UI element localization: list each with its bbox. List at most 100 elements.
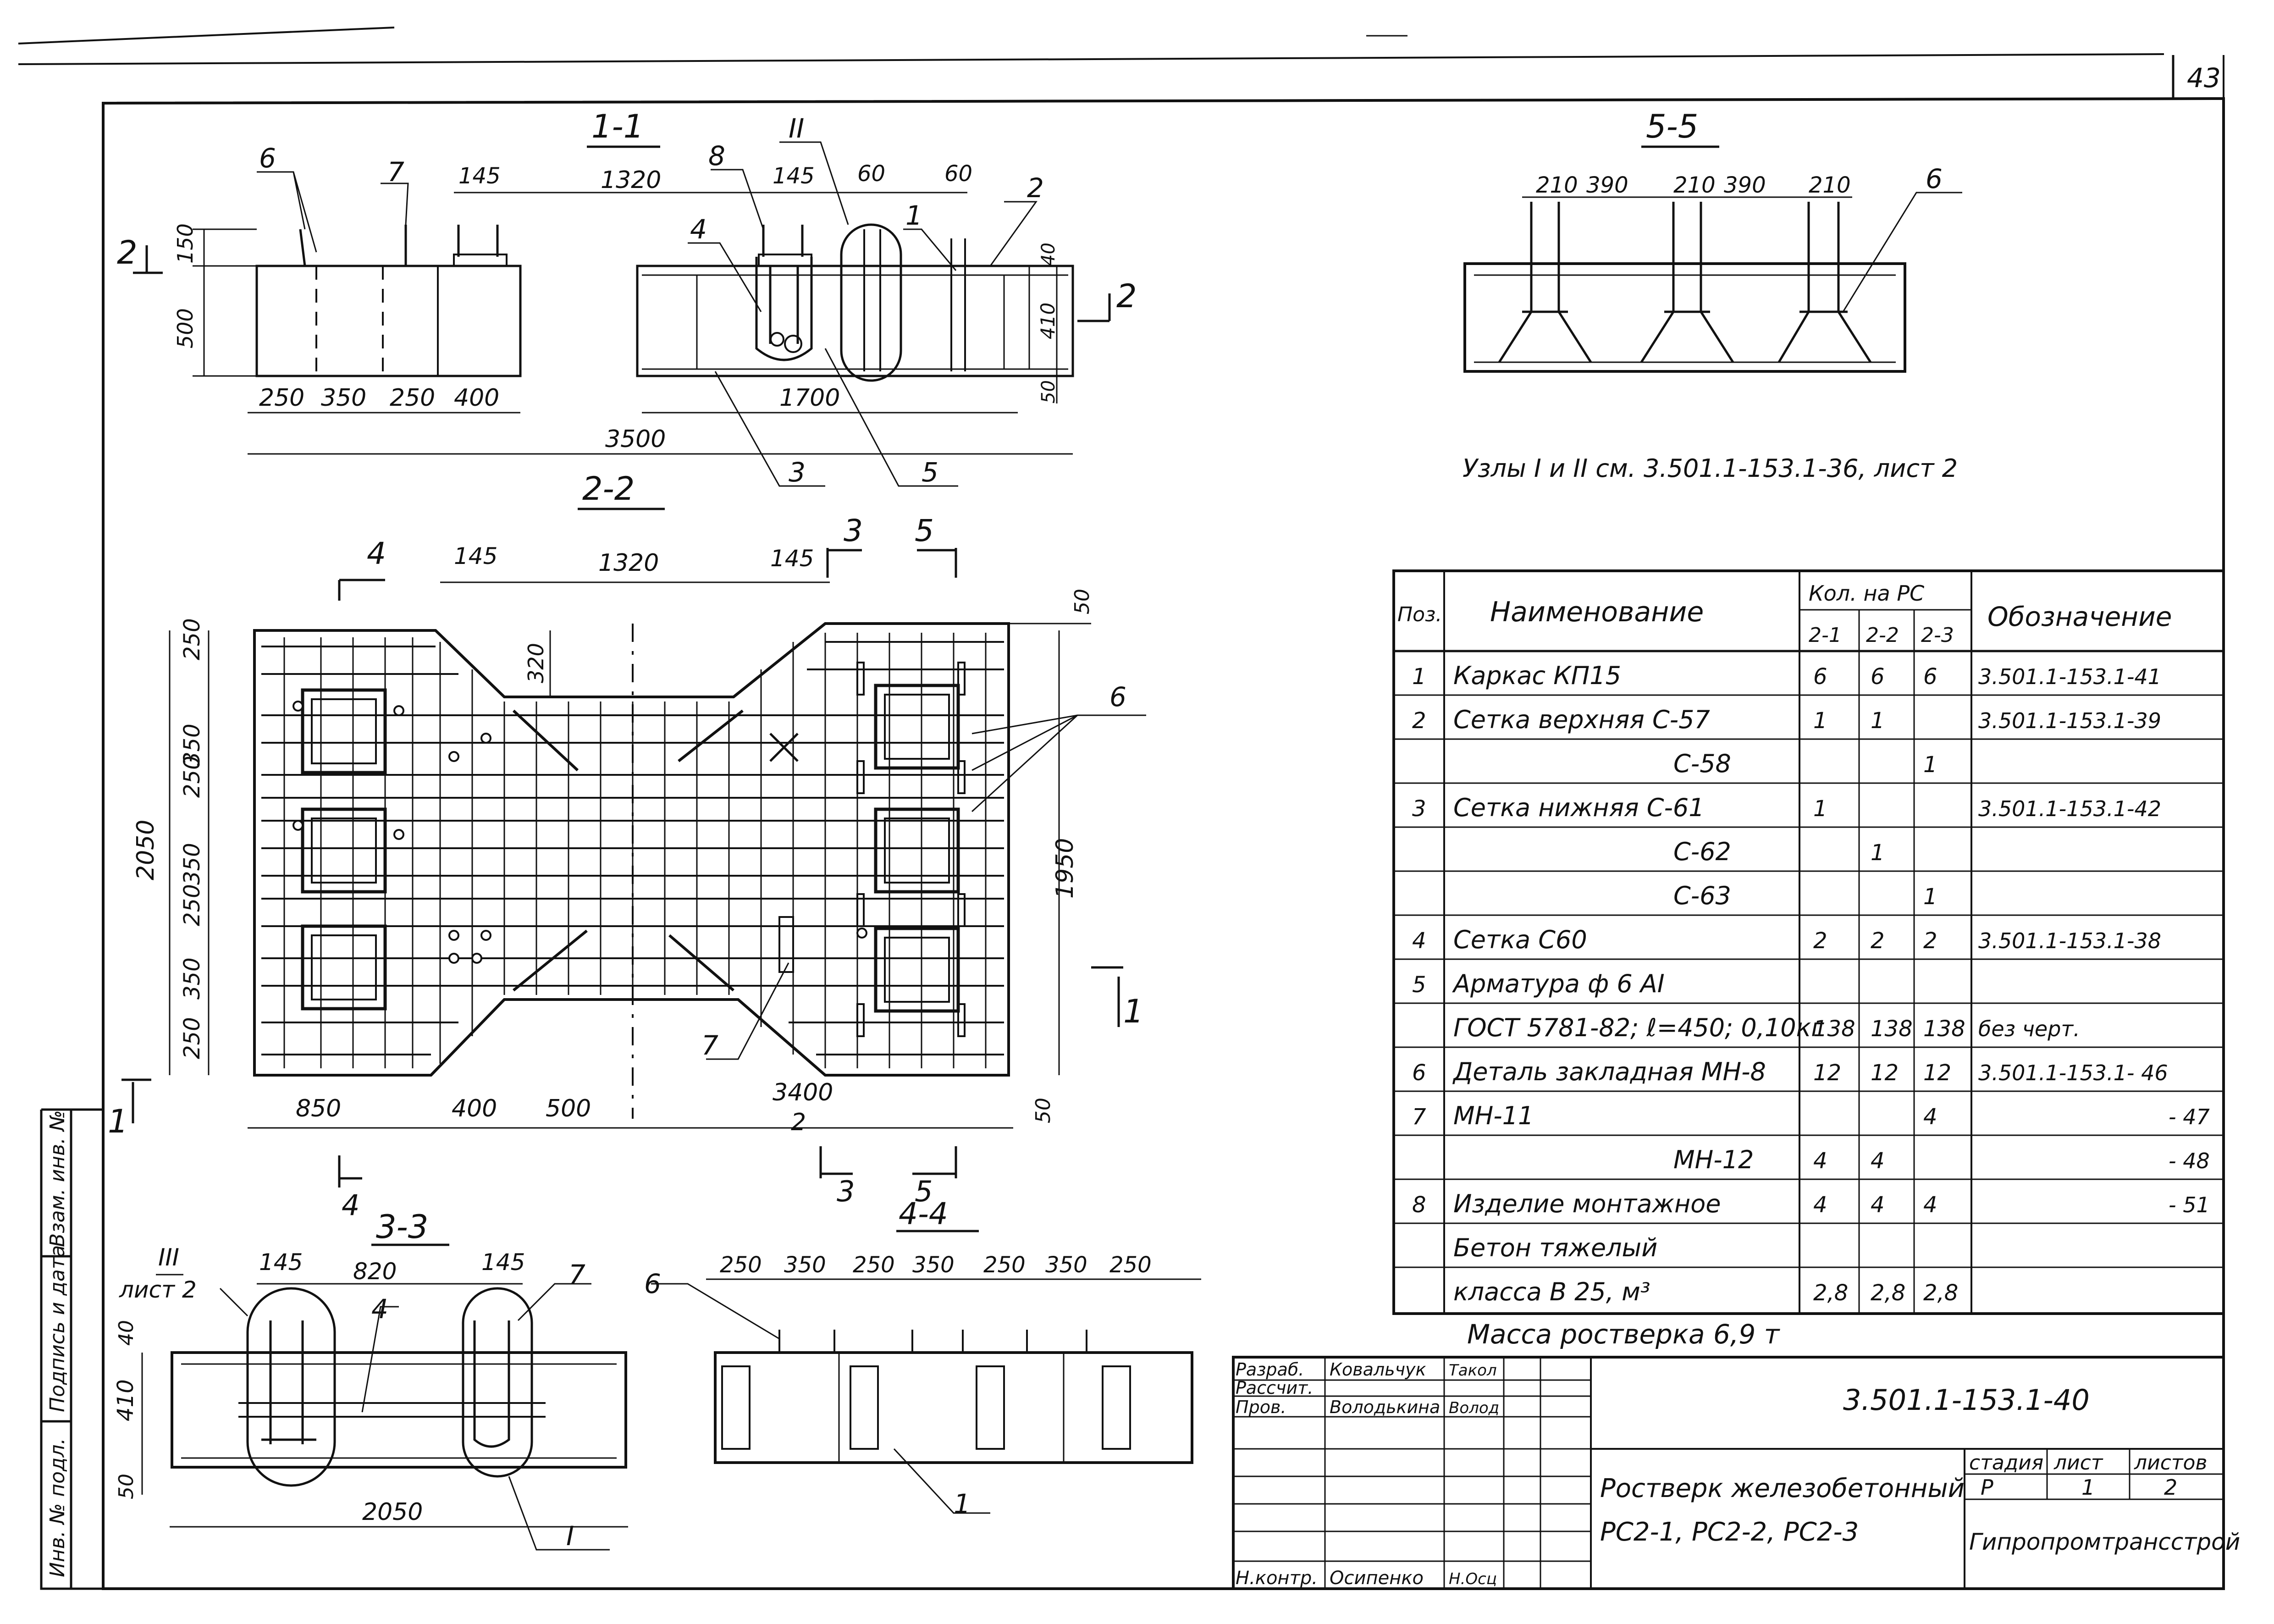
dim-33-50: 50	[115, 1474, 138, 1499]
tb-doc-code: 3.501.1-153.1-40	[1843, 1383, 2090, 1417]
section-2-2: 2-2	[108, 470, 1146, 1222]
tb-role-rasschit: Рассчит.	[1236, 1378, 1313, 1398]
dim-44-b: 350	[784, 1252, 826, 1278]
tb-sign-razrab: Такол	[1449, 1361, 1497, 1380]
dim-44-g: 250	[1109, 1252, 1152, 1278]
spec-cell-name: Бетон тяжелый	[1453, 1233, 1657, 1262]
dim-22-500: 500	[546, 1095, 591, 1122]
spec-cell-q2: 1	[1871, 840, 1885, 866]
dim-33-410: 410	[113, 1379, 138, 1421]
spec-cell-name: Деталь закладная МН-8	[1452, 1057, 1766, 1086]
cut-5-bot: 5	[915, 1175, 933, 1208]
dim-22-320: 320	[524, 643, 548, 683]
cut-2-left: 2	[117, 234, 138, 271]
spec-cell-q2: 2,8	[1871, 1280, 1905, 1306]
tb-role-razrab: Разраб.	[1236, 1359, 1304, 1380]
spec-cell-code: - 47	[2169, 1105, 2210, 1129]
dim-44-f: 350	[1045, 1252, 1087, 1278]
cut-1-right: 1	[1123, 993, 1144, 1030]
dim-44-e: 250	[983, 1252, 1026, 1278]
dim-22-v250a: 250	[179, 618, 205, 660]
spec-h-q2: 2-2	[1866, 624, 1899, 647]
side-stamp: Инв. № подл. Подпись и дата Взам. инв. №	[40, 1108, 103, 1590]
spec-cell-pos: 7	[1412, 1104, 1426, 1130]
callout-7-top: 7	[387, 156, 404, 188]
spec-cell-q2: 138	[1871, 1016, 1913, 1042]
dim-11-60b: 60	[944, 161, 972, 187]
node-1-mark: I	[566, 1520, 574, 1552]
callout-2-top: 2	[1027, 172, 1044, 204]
callout-6-top: 6	[259, 143, 276, 174]
top-margin-line	[18, 27, 395, 44]
dim-11-250a: 250	[259, 384, 304, 412]
spec-cell-q1: 138	[1813, 1016, 1855, 1042]
spec-cell-name: класса В 25, м³	[1453, 1277, 1650, 1306]
nodes-note: Узлы I и II см. 3.501.1-153.1-36, лист 2	[1463, 454, 1958, 483]
spec-cell-q3: 6	[1923, 664, 1937, 690]
dim-11-145a: 145	[458, 163, 501, 189]
cut-3-bot: 3	[837, 1175, 855, 1208]
spec-cell-q1: 4	[1813, 1148, 1827, 1174]
spec-cell-name: Сетка С60	[1453, 925, 1587, 954]
section-3-3-title: 3-3	[376, 1208, 428, 1246]
cut-4-top: 4	[367, 536, 386, 571]
dim-22-3400: 3400	[773, 1079, 833, 1106]
tb-title-line2: РС2-1, РС2-2, РС2-3	[1600, 1517, 1859, 1547]
callout-4-top: 4	[690, 214, 707, 245]
cut-3-top: 3	[844, 513, 863, 548]
spec-h-name: Наименование	[1490, 596, 1704, 628]
spec-h-pos: Поз.	[1397, 603, 1442, 626]
spec-cell-q1: 6	[1813, 664, 1827, 690]
dim-22-1950: 1950	[1051, 838, 1079, 899]
spec-h-q3: 2-3	[1921, 624, 1954, 647]
callout-3-top: 3	[789, 457, 806, 488]
dim-33-820: 820	[353, 1258, 397, 1285]
spec-cell-q1: 1	[1813, 796, 1827, 822]
cut-4-bot: 4	[342, 1188, 359, 1222]
node-3-list: лист 2	[119, 1276, 197, 1303]
dim-22-400: 400	[452, 1095, 497, 1122]
callout-6-44: 6	[644, 1268, 661, 1299]
dim-11-410: 410	[1037, 303, 1059, 339]
dim-55-a: 210	[1536, 172, 1578, 198]
dim-22-v250c: 250	[179, 884, 205, 926]
spec-cell-name: С-58	[1673, 749, 1731, 778]
callout-8: 8	[708, 140, 725, 171]
dim-22-2: 2	[791, 1109, 806, 1136]
spec-cell-name: Сетка нижняя С-61	[1453, 793, 1705, 822]
spec-cell-pos: 2	[1412, 708, 1426, 734]
section-4-4: 4-4 250 350 250 350 250 350 250 6 1	[644, 1196, 1201, 1519]
dim-22-850: 850	[296, 1095, 341, 1122]
section-4-4-title: 4-4	[899, 1196, 948, 1232]
callout-5-top: 5	[922, 457, 938, 488]
dim-22-v350c: 350	[179, 957, 205, 1000]
top-border-line	[18, 53, 2164, 65]
callout-7-33: 7	[568, 1259, 585, 1290]
spec-cell-name: Арматура ф 6 AI	[1452, 969, 1665, 998]
spec-cell-q2: 1	[1871, 708, 1885, 734]
spec-cell-name: Каркас КП15	[1453, 661, 1621, 690]
cut-2-right: 2	[1116, 277, 1137, 315]
dim-22-145b: 145	[770, 545, 814, 572]
dim-22-v250b: 250	[179, 756, 205, 798]
section-3-3: 3-3 145 820 145 40 410 50 2050 III лист …	[113, 1208, 628, 1552]
spec-cell-q3: 4	[1923, 1192, 1937, 1218]
spec-cell-q1: 1	[1813, 708, 1827, 734]
tb-sign-prov: Волод	[1449, 1399, 1499, 1417]
dim-22-2050: 2050	[132, 820, 160, 880]
section-5-5-title: 5-5	[1646, 108, 1698, 145]
spec-cell-q2: 2	[1871, 928, 1885, 954]
spec-cell-name: МН-11	[1453, 1101, 1534, 1130]
tb-sign-nkontr: Н.Осц	[1449, 1570, 1497, 1588]
dim-55-c: 210	[1673, 172, 1716, 198]
dim-33-2050: 2050	[362, 1498, 423, 1526]
dim-22-50bot: 50	[1032, 1098, 1055, 1123]
stamp-podpis: Подпись и дата	[46, 1245, 69, 1412]
dim-11-145b: 145	[773, 163, 815, 189]
spec-cell-q3: 12	[1923, 1060, 1951, 1086]
tb-role-nkontr: Н.контр.	[1236, 1568, 1318, 1589]
spec-cell-q3: 138	[1923, 1016, 1965, 1042]
tb-sheets-h: листов	[2134, 1451, 2207, 1475]
callout-7-plan: 7	[701, 1030, 718, 1061]
